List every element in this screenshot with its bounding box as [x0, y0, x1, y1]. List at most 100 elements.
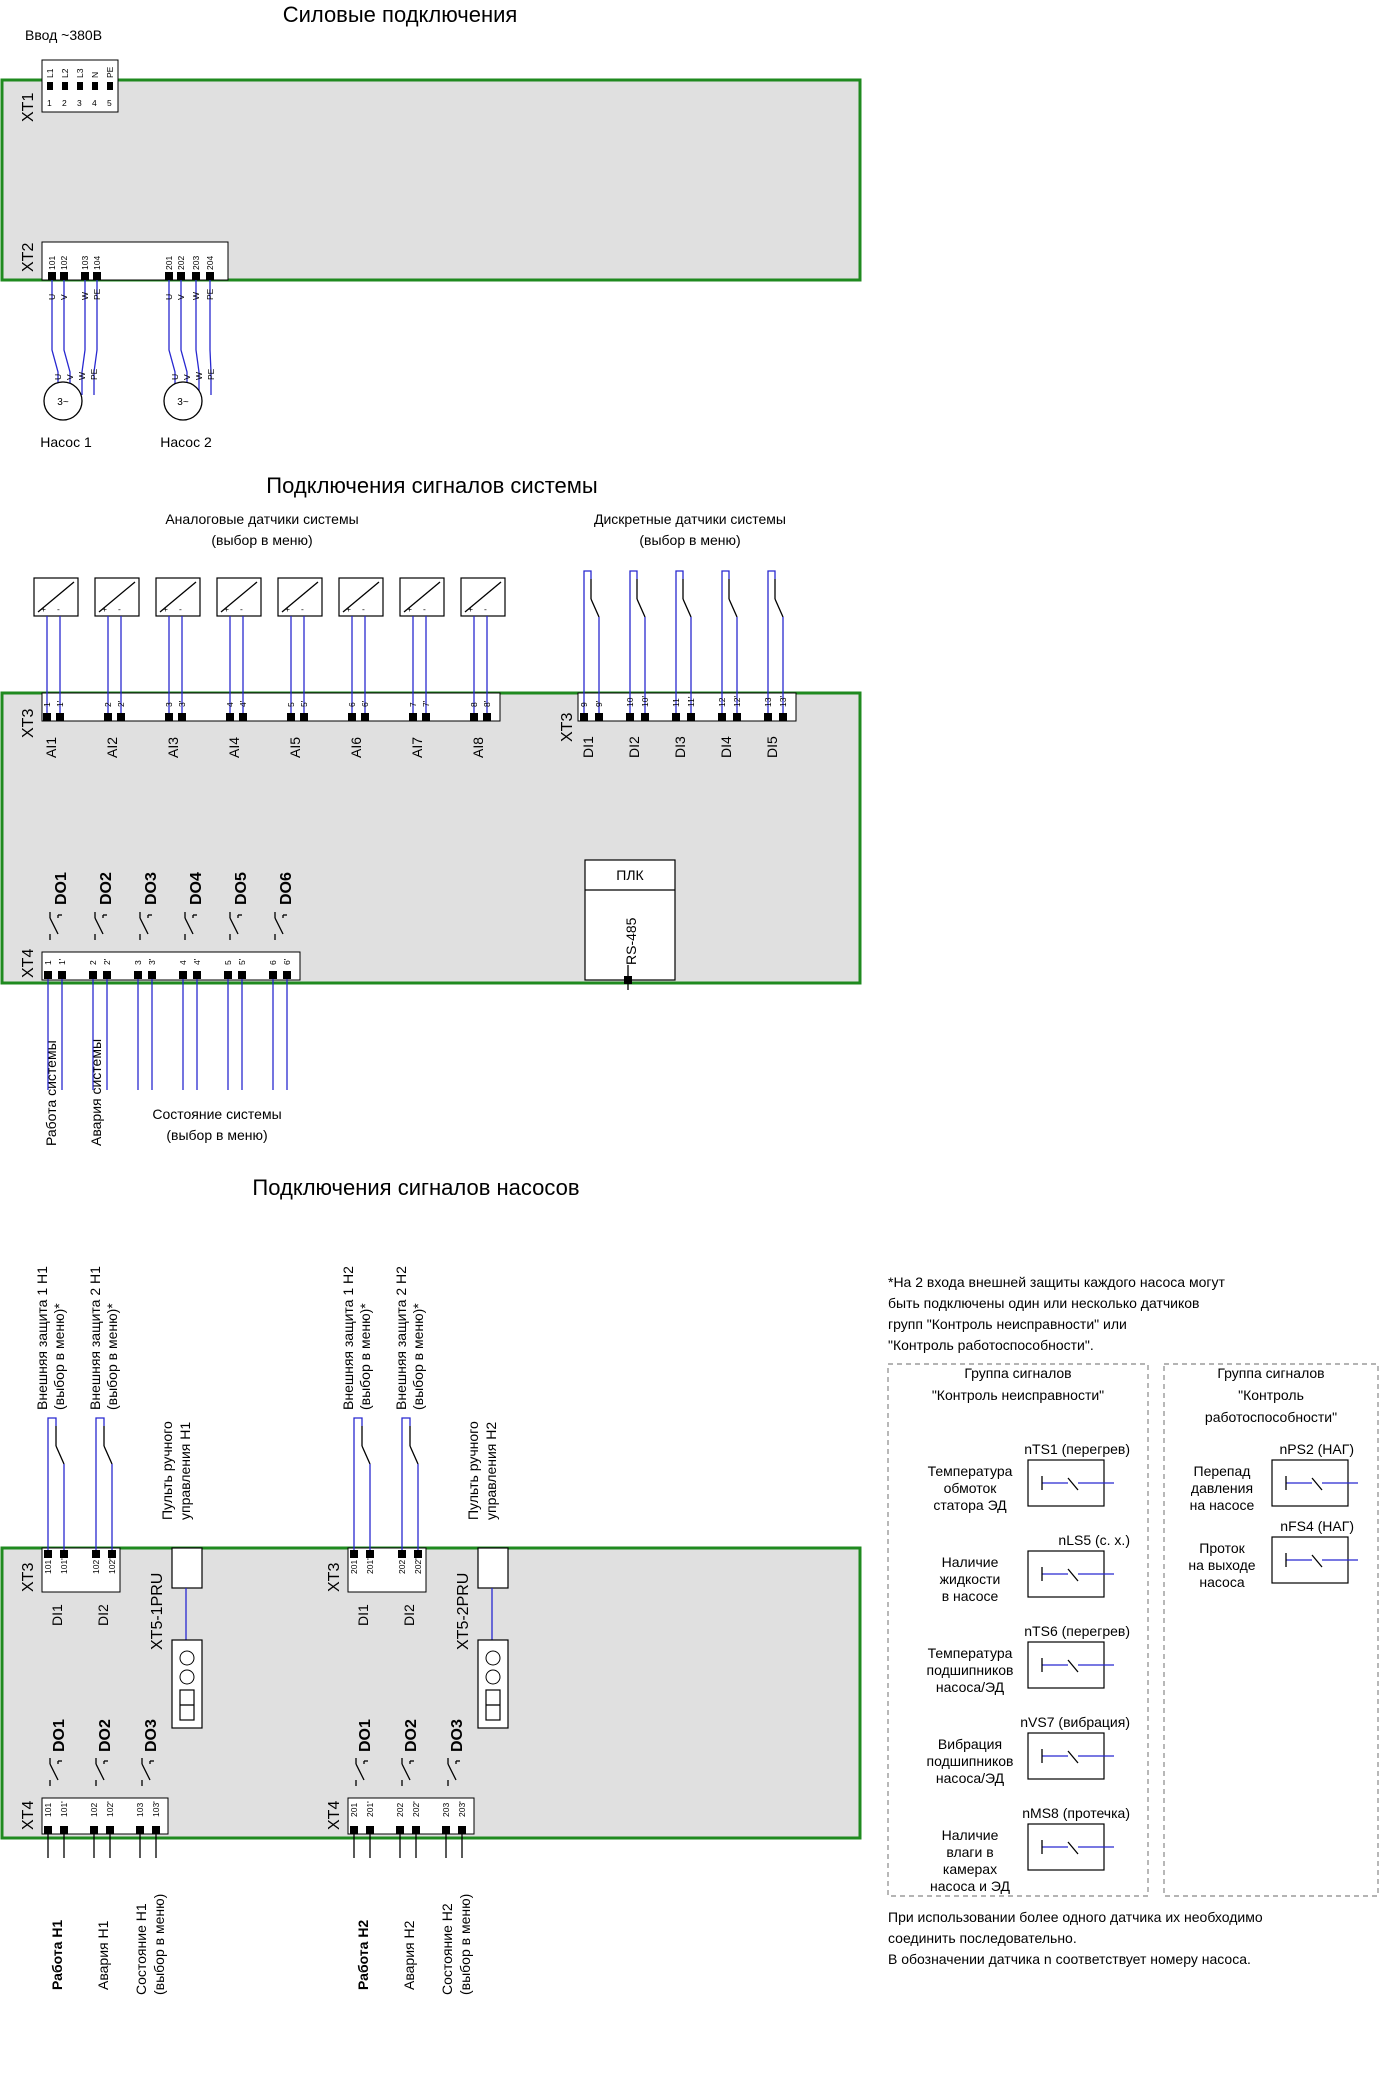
- pump-work-label: Работа Н1: [49, 1920, 65, 1990]
- xt4-label: XT4: [20, 949, 37, 978]
- ai-pin-label: 8': [482, 700, 492, 707]
- pump-state-label: Состояние Н2: [439, 1903, 455, 1995]
- section-title-pumps: Подключения сигналов насосов: [252, 1175, 579, 1200]
- pump-alarm-label: Авария Н2: [401, 1920, 417, 1990]
- group-fault-title: Группа сигналов: [964, 1365, 1071, 1381]
- state-label: Состояние системы: [152, 1106, 281, 1122]
- terminal-strip: [347, 1547, 427, 1593]
- note-footer-line: соединить последовательно.: [888, 1930, 1077, 1946]
- terminal-pin: [117, 713, 125, 721]
- relay-blade: [139, 917, 149, 935]
- switch-blade: [682, 598, 692, 618]
- terminal-pin: [177, 272, 185, 280]
- xt2-pin-label: 102: [59, 256, 69, 270]
- motor-icon: [163, 381, 203, 421]
- do-label: DO4: [188, 872, 205, 905]
- do-pump-label: DO2: [403, 1719, 420, 1752]
- do-pin-label: 6': [282, 958, 292, 965]
- terminal-pin: [398, 1550, 406, 1558]
- sensor-diagonal: [464, 581, 502, 613]
- terminal-pin: [226, 713, 234, 721]
- relay-blade: [94, 917, 104, 935]
- xt1-top-label: L2: [60, 68, 70, 78]
- sensor-plus: +: [285, 604, 290, 614]
- xt2-pin-label: 201: [164, 256, 174, 270]
- terminal-pin: [165, 713, 173, 721]
- di-label: DI1: [580, 736, 596, 758]
- di-pin-label: 12: [717, 697, 727, 707]
- discrete-switch-icon: [353, 1417, 371, 1558]
- do-pin-label: 1': [57, 958, 67, 965]
- terminal-strip: [41, 1547, 121, 1593]
- terminal-pin: [764, 713, 772, 721]
- terminal-pin: [641, 713, 649, 721]
- terminal-pin: [60, 272, 68, 280]
- terminal-pin: [206, 272, 214, 280]
- motor-wire-label-top: PE: [92, 288, 102, 300]
- sensor-description: насоса/ЭД: [936, 1679, 1005, 1695]
- xt3-pump-pin-label: 201: [349, 1560, 359, 1574]
- sensor-diagonal: [159, 581, 197, 613]
- switch-wire: [401, 1417, 411, 1558]
- terminal-pin: [44, 1550, 52, 1558]
- ai-label: AI8: [470, 737, 486, 758]
- terminal-pin: [148, 971, 156, 979]
- xt4-pump-label: XT4: [20, 1801, 37, 1830]
- xt4-pump-pin-label: 101: [43, 1803, 53, 1817]
- do-pin-label: 3: [133, 960, 143, 965]
- discrete-switch-icon: [629, 570, 646, 717]
- switch-wire: [629, 570, 638, 717]
- pump-work-label: Работа Н2: [355, 1920, 371, 1990]
- sensor-code: nLS5 (с. х.): [1058, 1532, 1130, 1548]
- ai-label: AI3: [165, 737, 181, 758]
- do-label: DO3: [143, 872, 160, 905]
- terminal-pin: [60, 1826, 68, 1834]
- switch-blade: [774, 598, 784, 618]
- discrete-switch-icon: [47, 1417, 65, 1558]
- motor-wire: [81, 280, 86, 395]
- xt3-pump-pin-label: 101': [59, 1558, 69, 1574]
- note-footer-line: При использовании более одного датчика и…: [888, 1909, 1263, 1925]
- discrete-title: Дискретные датчики системы: [594, 511, 786, 527]
- motor-symbol: 3~: [57, 397, 69, 408]
- xt1-top-label: N: [90, 72, 100, 78]
- terminal-pin: [92, 82, 98, 90]
- pump-alarm-label: Авария Н1: [95, 1920, 111, 1990]
- motor-wire-label-top: U: [164, 294, 174, 300]
- sensor-code: nPS2 (НАГ): [1280, 1441, 1355, 1457]
- motor-icon: [43, 381, 83, 421]
- motor-wire-label-top: U: [47, 294, 57, 300]
- sensor-symbol-icon: [1027, 1641, 1114, 1689]
- terminal-pin: [165, 272, 173, 280]
- terminal-pin: [287, 713, 295, 721]
- sensor-plus: +: [41, 604, 46, 614]
- sensor-description: насоса/ЭД: [936, 1770, 1005, 1786]
- xt2-pin-label: 204: [205, 256, 215, 270]
- switch-blade: [636, 598, 646, 618]
- motor-wire-label-bottom: V: [65, 374, 75, 380]
- xt1-bottom-label: 4: [92, 98, 97, 108]
- input-label: Ввод ~380В: [25, 27, 102, 43]
- ext-protection-2-sublabel: (выбор в меню)*: [104, 1303, 120, 1410]
- analog-sensor-icon: [216, 577, 262, 617]
- ai-label: AI7: [409, 737, 425, 758]
- pump-state-label: Состояние Н1: [133, 1903, 149, 1995]
- sensor-description: Перепад: [1194, 1463, 1251, 1479]
- do-label: DO5: [233, 872, 250, 905]
- sensor-blade: [1311, 1554, 1323, 1568]
- do-pin-label: 2': [102, 958, 112, 965]
- sensor-code: nTS6 (перегрев): [1024, 1623, 1130, 1639]
- alarm-label: Авария системы: [88, 1039, 104, 1146]
- xt4-pump-pin-label: 202': [411, 1801, 421, 1817]
- do-pump-label: DO3: [449, 1719, 466, 1752]
- di-pin-label: 10': [640, 696, 650, 707]
- xt1-bottom-label: 1: [47, 98, 52, 108]
- switch-blade: [361, 1445, 371, 1465]
- sensor-plus: +: [102, 604, 107, 614]
- xt3-pump-pin-label: 201': [365, 1558, 375, 1574]
- di-label: DI5: [764, 736, 780, 758]
- sensor-description: жидкости: [940, 1571, 1001, 1587]
- relay-blade: [49, 917, 59, 935]
- group-fault-box: [887, 1363, 1149, 1897]
- sensor-description: Проток: [1199, 1540, 1245, 1556]
